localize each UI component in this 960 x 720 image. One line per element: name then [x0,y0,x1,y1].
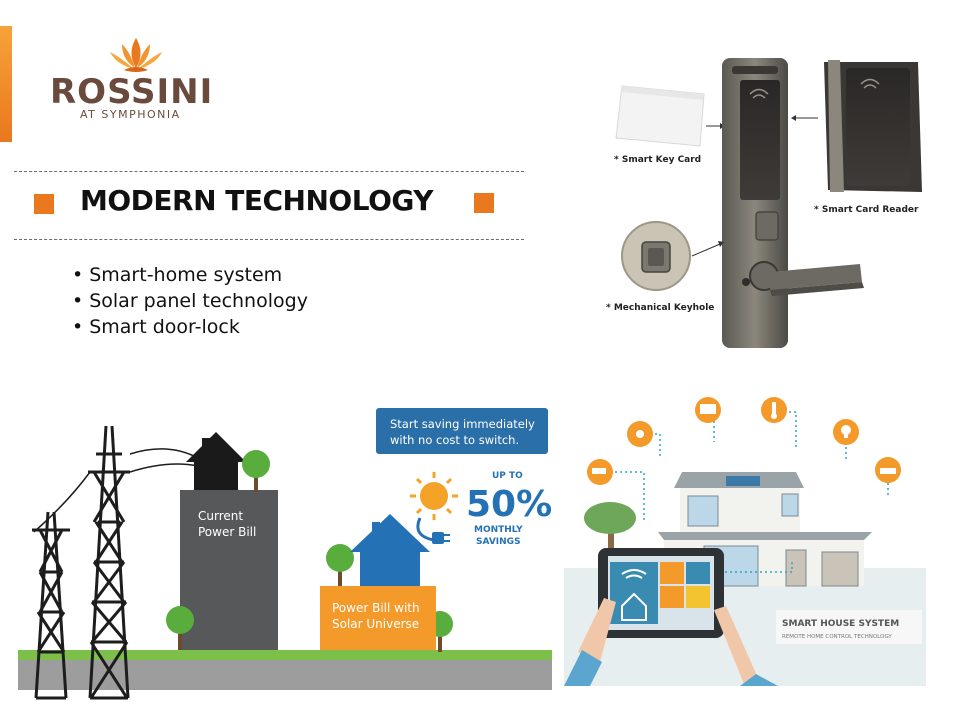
air-conditioner-icon [695,397,721,423]
brand-name: ROSSINI [50,72,214,112]
up-to-label: UP TO [492,471,523,481]
plug-icon [416,517,450,544]
solar-bill-label-1: Power Bill with [332,601,420,615]
tablet-icon [598,548,724,638]
current-bill-label-2: Power Bill [198,525,256,539]
grass-strip [18,650,552,660]
current-bill-column [180,432,278,650]
power-tower-icon [32,425,130,700]
smart-house-illustration: SMART HOUSE SYSTEM REMOTE HOME CONTROL T… [564,397,926,686]
section-title: MODERN TECHNOLOGY [80,184,434,217]
lotus-logo-icon [110,38,162,72]
savings-callout [376,408,548,454]
feature-item-solar: Solar panel technology [72,288,308,314]
key-card-label: * Smart Key Card [614,155,701,165]
fan-icon [627,421,653,447]
card-reader-closeup [824,60,922,192]
door-lock-illustration: * Smart Key Card * Smart Card Reader [606,58,922,348]
callout-line-2: with no cost to switch. [390,433,519,447]
current-bill-label-1: Current [198,509,243,523]
car-icon [875,457,901,483]
house-icon [350,514,430,586]
lock-icon [660,562,684,584]
solar-roof-panel [726,476,760,486]
solar-savings-illustration: Current Power Bill Power Bill with Solar… [18,408,552,700]
savings-label-2: SAVINGS [476,537,521,547]
card-reader-label: * Smart Card Reader [814,205,919,215]
smart-house-title: SMART HOUSE SYSTEM [782,619,899,629]
title-divider-bottom [14,239,524,240]
keyhole-label: * Mechanical Keyhole [606,303,714,313]
savings-percent: 50%* [466,484,552,525]
sun-icon [410,472,458,520]
smart-house-subtitle: REMOTE HOME CONTROL TECHNOLOGY [782,634,892,640]
feature-item-door-lock: Smart door-lock [72,314,308,340]
brand-subtitle: AT SYMPHONIA [80,108,181,121]
door-lock-icon [722,58,864,348]
savings-label-1: MONTHLY [474,525,523,535]
left-hand [578,598,616,662]
solar-bill-column [320,586,436,650]
solar-bill-label-2: Solar Universe [332,617,419,631]
accent-bar [0,26,12,142]
cctv-icon [587,459,613,485]
callout-line-1: Start saving immediately [390,417,535,431]
keyhole-closeup [621,221,691,291]
title-marker-left [34,194,54,214]
light-bulb-icon [833,419,859,445]
title-marker-right [474,193,494,213]
tree-icon [584,502,636,568]
thermometer-icon [761,397,787,423]
wifi-icon [621,569,647,579]
feature-list: Smart-home system Solar panel technology… [72,262,308,340]
right-hand [714,606,758,684]
title-divider-top [14,171,524,172]
feature-item-smart-home: Smart-home system [72,262,308,288]
smart-key-card-icon [615,85,705,147]
